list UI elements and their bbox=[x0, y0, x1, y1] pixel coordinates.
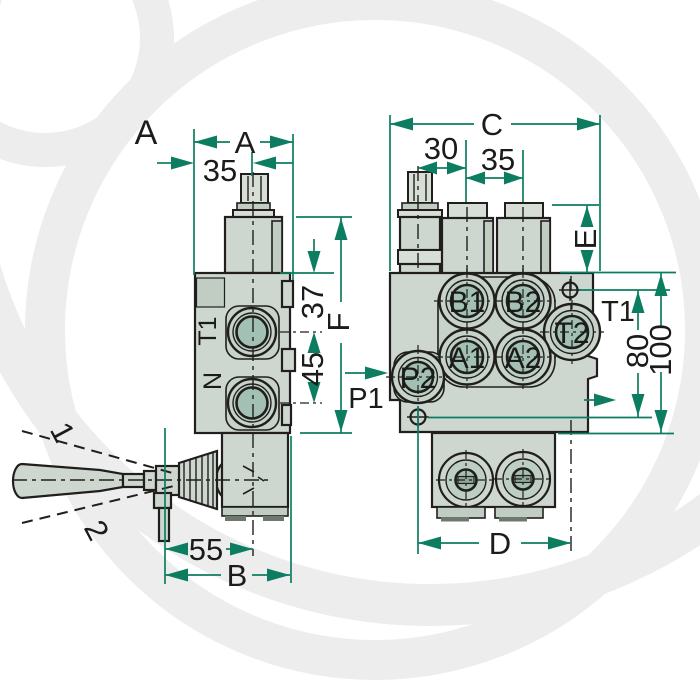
lever-position-1-line bbox=[21, 430, 177, 475]
port-label-b2: B2 bbox=[505, 286, 542, 319]
front-port-cross-dashes bbox=[386, 269, 604, 510]
port-label-n: N bbox=[199, 372, 227, 390]
dim-label-a: A bbox=[235, 125, 256, 160]
front-view bbox=[386, 166, 604, 556]
front-foot-pad-2 bbox=[499, 517, 527, 522]
dim-label-35-front: 35 bbox=[481, 142, 515, 177]
port-p2 bbox=[390, 349, 446, 405]
port-label-t1-side: T1 bbox=[194, 316, 222, 345]
lever-handle bbox=[11, 462, 125, 500]
port-label-t1-front: T1 bbox=[601, 296, 635, 328]
side-upper-block-shade bbox=[271, 220, 283, 274]
dim-label-30: 30 bbox=[424, 131, 458, 166]
side-body-step bbox=[195, 277, 226, 308]
dim-label-f: F bbox=[321, 313, 356, 332]
dim-label-c: C bbox=[481, 107, 503, 142]
port-label-a2: A2 bbox=[505, 342, 542, 375]
dim-label-37: 37 bbox=[295, 285, 330, 319]
lever-pin-top bbox=[152, 491, 173, 510]
side-tab-low bbox=[280, 403, 293, 427]
front-foot-2 bbox=[494, 506, 544, 519]
spool-end-2 bbox=[494, 450, 552, 508]
section-label: A bbox=[135, 114, 158, 152]
dim-label-45: 45 bbox=[295, 352, 330, 386]
port-label-b1: B1 bbox=[449, 286, 486, 319]
port-label-p1: P1 bbox=[348, 383, 383, 415]
dim-label-b: B bbox=[227, 558, 248, 593]
front-foot-pad-1 bbox=[441, 517, 469, 522]
port-label-p2: P2 bbox=[400, 362, 437, 395]
dim-label-35-side: 35 bbox=[203, 153, 237, 188]
port-t1-side bbox=[226, 306, 278, 358]
front-foot-1 bbox=[436, 506, 486, 519]
side-tab-mid bbox=[280, 347, 297, 373]
side-tab-top bbox=[280, 279, 295, 309]
dim-label-80: 80 bbox=[620, 334, 655, 368]
bolt-hole-top bbox=[559, 279, 581, 301]
joint-detail-dashes bbox=[242, 465, 265, 495]
dim-label-55: 55 bbox=[189, 532, 223, 567]
side-view bbox=[11, 172, 322, 556]
dim-label-e: E bbox=[568, 229, 603, 250]
dim-label-100: 100 bbox=[643, 324, 678, 376]
dimension-annotations bbox=[157, 115, 676, 584]
lever-pin bbox=[157, 506, 171, 543]
port-n-side bbox=[226, 377, 278, 429]
side-foot bbox=[221, 506, 289, 517]
side-port-center-dashes bbox=[280, 331, 322, 404]
front-relief-valve bbox=[397, 171, 443, 276]
side-lower-block bbox=[220, 431, 290, 509]
dim-label-d: D bbox=[489, 526, 511, 561]
labels: A A 35 T1 N 37 45 F P1 1 2 55 B C 30 35 … bbox=[43, 107, 678, 593]
side-foot-pad-left bbox=[225, 516, 246, 521]
side-foot-pad-right bbox=[263, 516, 284, 521]
port-label-t2: T2 bbox=[554, 317, 589, 350]
lever-position-2-line bbox=[21, 484, 179, 524]
port-label-a1: A1 bbox=[449, 342, 486, 375]
granit-watermark-arcs bbox=[0, 0, 700, 680]
front-centerlines bbox=[417, 166, 572, 556]
